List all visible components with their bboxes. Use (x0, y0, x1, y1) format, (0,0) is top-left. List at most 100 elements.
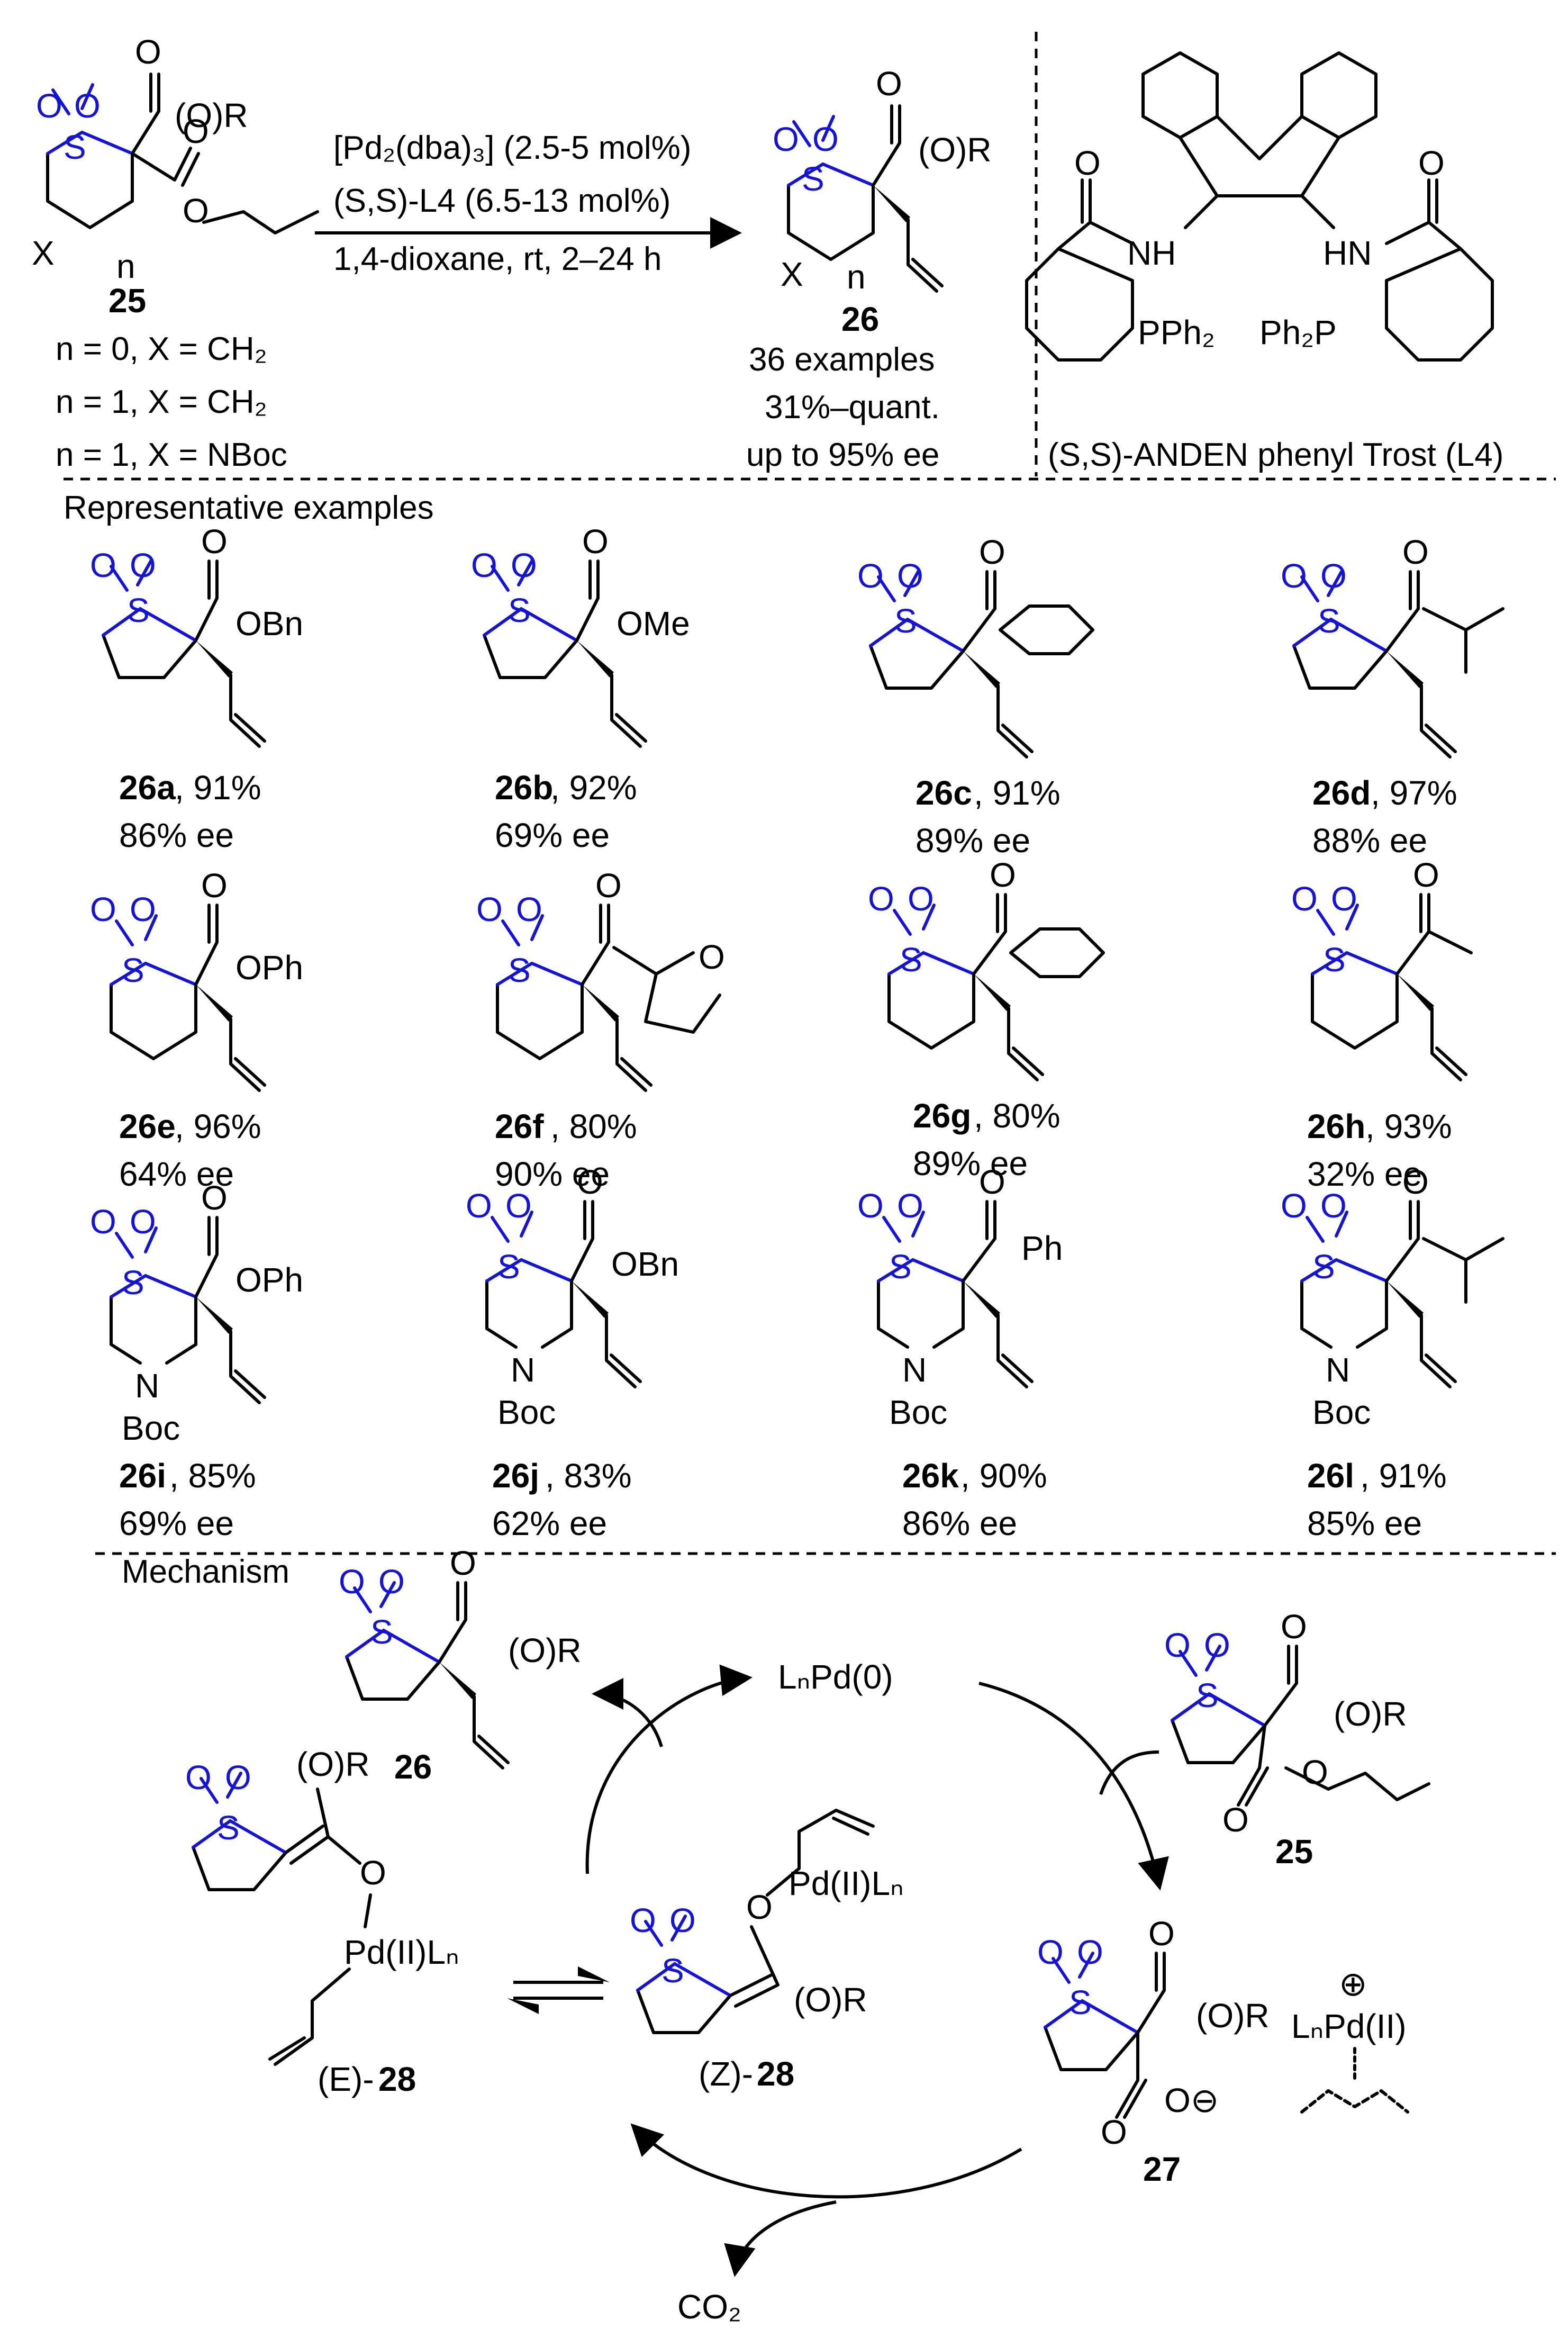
svg-text:86% ee: 86% ee (119, 816, 234, 854)
svg-text:O: O (582, 522, 609, 561)
svg-text:Boc: Boc (122, 1409, 180, 1447)
svg-text:Boc: Boc (889, 1393, 947, 1431)
svg-text:O: O (360, 1854, 386, 1892)
svg-text:26l: 26l (1307, 1457, 1354, 1495)
reagent-line-2: (S,S)-L4 (6.5-13 mol%) (333, 183, 670, 219)
example-26f: O O S O O 26f , 80% 90% ee (476, 866, 725, 1193)
svg-text:26g: 26g (913, 1097, 971, 1135)
svg-text:28: 28 (757, 2055, 794, 2093)
svg-text:(O)R: (O)R (175, 96, 248, 134)
svg-text:O: O (595, 866, 622, 905)
svg-text:86% ee: 86% ee (902, 1504, 1017, 1542)
example-26b: O O S O OMe 26b , 92% 69% ee (471, 522, 690, 854)
svg-text:26j: 26j (492, 1457, 539, 1495)
svg-text:NH: NH (1127, 234, 1176, 272)
svg-text:O: O (1418, 144, 1445, 182)
svg-text:28: 28 (378, 2060, 416, 2098)
svg-text:O: O (1281, 1187, 1307, 1225)
example-26i: O O S O OPh N Boc 26i , 85% 69% ee (90, 1179, 303, 1542)
svg-text:89% ee: 89% ee (916, 822, 1030, 860)
svg-text:O: O (699, 938, 725, 976)
co2-label: CO₂ (677, 2288, 741, 2326)
svg-text:O: O (1077, 1933, 1103, 1971)
svg-text:, 83%: , 83% (545, 1457, 632, 1495)
svg-text:O: O (897, 557, 923, 595)
svg-text:O: O (90, 546, 116, 584)
svg-text:S: S (802, 160, 824, 198)
svg-text:O: O (36, 87, 62, 125)
svg-text:O: O (90, 890, 116, 928)
svg-text:26c: 26c (916, 774, 972, 812)
svg-text:S: S (122, 1263, 144, 1302)
svg-text:O: O (979, 1163, 1005, 1201)
svg-text:O: O (1320, 557, 1347, 595)
svg-text:O: O (201, 866, 228, 905)
svg-text:26h: 26h (1307, 1107, 1365, 1145)
svg-text:26b: 26b (495, 769, 553, 807)
svg-text:Boc: Boc (497, 1393, 556, 1431)
svg-text:O: O (183, 192, 209, 230)
product-stat-3: up to 95% ee (746, 437, 939, 473)
svg-text:O: O (908, 880, 934, 918)
equilibrium-arrows (507, 1966, 610, 2014)
svg-text:O: O (979, 533, 1005, 571)
svg-text:O: O (1291, 880, 1318, 918)
reagent-line-3: 1,4-dioxane, rt, 2–24 h (333, 241, 661, 277)
svg-text:26k: 26k (902, 1457, 959, 1495)
svg-text:O: O (1164, 1626, 1191, 1664)
svg-text:O: O (1281, 1608, 1307, 1646)
svg-text:S: S (889, 1248, 912, 1286)
svg-text:O: O (135, 33, 161, 71)
svg-text:O: O (505, 1187, 532, 1225)
svg-text:LₙPd(II): LₙPd(II) (1291, 2007, 1407, 2045)
svg-text:X: X (781, 255, 803, 293)
section-title-mechanism: Mechanism (122, 1554, 289, 1590)
svg-text:O: O (471, 546, 497, 584)
svg-text:25: 25 (1275, 1833, 1313, 1871)
svg-text:O: O (1148, 1915, 1175, 1953)
svg-text:(O)R: (O)R (296, 1745, 370, 1783)
svg-text:O: O (1037, 1933, 1064, 1971)
svg-text:O: O (225, 1758, 251, 1797)
svg-text:O: O (183, 112, 209, 150)
svg-text:(O)R: (O)R (1196, 1997, 1270, 2035)
svg-text:69% ee: 69% ee (495, 816, 610, 854)
svg-text:OPh: OPh (235, 949, 303, 987)
svg-text:, 93%: , 93% (1365, 1107, 1452, 1145)
svg-text:O: O (876, 65, 902, 103)
label-25: 25 (108, 282, 146, 320)
svg-text:S: S (497, 1248, 520, 1286)
svg-text:OMe: OMe (617, 604, 690, 643)
svg-text:S: S (661, 1952, 684, 1990)
svg-text:O: O (1222, 1801, 1249, 1839)
svg-text:O: O (868, 880, 894, 918)
svg-text:69% ee: 69% ee (119, 1504, 234, 1542)
svg-text:S: S (127, 591, 150, 629)
svg-text:O: O (74, 87, 101, 125)
svg-text:O: O (378, 1563, 405, 1601)
svg-text:Pd(II)Lₙ: Pd(II)Lₙ (788, 1864, 904, 1902)
svg-text:, 91%: , 91% (974, 774, 1061, 812)
product-stat-2: 31%–quant. (765, 389, 940, 426)
mech-sm-25: O O S O (O)R O O 25 (1164, 1608, 1430, 1871)
svg-text:PPh₂: PPh₂ (1138, 313, 1215, 351)
example-26k: O O S O Ph N Boc 26k , 90% 86% ee (857, 1163, 1063, 1542)
svg-text:n: n (847, 258, 866, 296)
svg-text:88% ee: 88% ee (1312, 822, 1427, 860)
svg-text:N: N (135, 1367, 159, 1405)
svg-text:S: S (1312, 1248, 1335, 1286)
svg-text:S: S (64, 128, 86, 166)
svg-text:(O)R: (O)R (1334, 1695, 1407, 1733)
sm-condition-1: n = 0, X = CH₂ (56, 331, 267, 367)
svg-text:S: S (1318, 602, 1340, 640)
svg-text:O: O (1204, 1626, 1230, 1664)
svg-text:O: O (185, 1758, 212, 1797)
svg-text:, 91%: , 91% (1360, 1457, 1447, 1495)
svg-text:O⊖: O⊖ (1164, 2081, 1219, 2119)
svg-text:64% ee: 64% ee (119, 1155, 234, 1193)
svg-text:O: O (450, 1544, 476, 1582)
svg-text:S: S (122, 951, 144, 989)
svg-text:O: O (130, 1203, 156, 1241)
svg-text:O: O (1074, 144, 1101, 182)
svg-text:(O)R: (O)R (794, 1981, 867, 2019)
